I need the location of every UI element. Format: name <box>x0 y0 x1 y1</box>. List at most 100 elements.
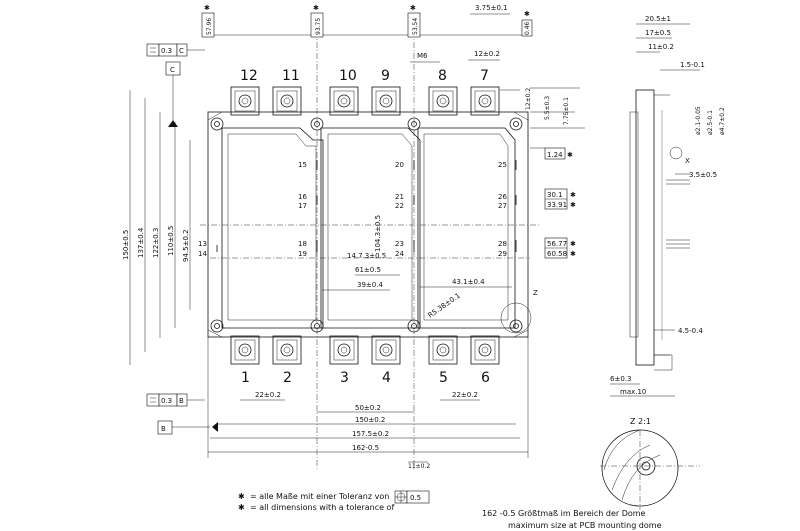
top-boxed-2: 93.75 <box>315 18 322 35</box>
pin-label: 29 <box>498 250 507 258</box>
terminal-top-2 <box>272 86 302 116</box>
terminal-top-5 <box>428 86 458 116</box>
dim-137: 137±0.4 <box>137 227 145 258</box>
terminal-bottom-4 <box>371 335 401 365</box>
terminals-top <box>230 86 500 116</box>
right-boxed-60-58: 60.58 <box>547 250 567 258</box>
note-en: = all dimensions with a tolerance of <box>250 503 394 512</box>
signal-pins <box>216 160 517 252</box>
terminal-label-bottom: 6 <box>481 370 490 386</box>
terminal-bottom-6 <box>470 335 500 365</box>
detail-z-ref: Z <box>533 289 538 297</box>
dim-phi-2-1: ø2.1-0.05 <box>695 106 702 135</box>
svg-text:✱: ✱ <box>570 240 576 248</box>
terminal-bottom-2 <box>272 335 302 365</box>
pin-label: 17 <box>298 202 307 210</box>
mounting-holes <box>210 117 532 334</box>
dim-50: 50±0.2 <box>355 404 381 412</box>
terminal-label-top: 10 <box>339 68 357 84</box>
pin-label: 22 <box>395 202 404 210</box>
left-dimensions: 150±0.5 137±0.4 122±0.3 110±0.5 94.5±0.2… <box>122 43 218 435</box>
pin-label: 28 <box>498 240 507 248</box>
dim-3-75: 3.75±0.1 <box>475 4 508 12</box>
flat-top-ref: C <box>179 47 184 55</box>
dim-1-5: 1.5-0.1 <box>680 61 705 69</box>
dim-m6: M6 <box>417 52 428 60</box>
flat-bottom-value: 0.3 <box>161 397 172 405</box>
side-x-label: X <box>685 157 690 165</box>
dim-6: 6±0.3 <box>610 375 631 383</box>
detail-title: Z 2:1 <box>630 417 651 426</box>
terminal-bottom-5 <box>428 335 458 365</box>
bottom-dimensions: 22±0.2 22±0.2 50±0.2 150±0.2 157.5±0.2 1… <box>207 337 529 470</box>
dim-157-5: 157.5±0.2 <box>352 430 389 438</box>
pin-label: 16 <box>298 193 307 201</box>
side-view: X 20.5±1 17±0.5 11±0.2 1.5-0.1 ø2.1-0.05… <box>610 15 726 397</box>
top-boxed-3: 53.54 <box>412 18 419 35</box>
right-boxed-30-1: 30.1 <box>547 191 563 199</box>
dim-39: 39±0.4 <box>357 281 383 289</box>
pin-label: 14 <box>198 250 207 258</box>
dim-22-right: 22±0.2 <box>452 391 478 399</box>
pin-label: 19 <box>298 250 307 258</box>
flat-top-value: 0.3 <box>161 47 172 55</box>
dim-11-side: 11±0.2 <box>648 43 674 51</box>
pin-label: 27 <box>498 202 507 210</box>
dim-11-bottom: 11±0.2 <box>408 463 430 470</box>
right-boxed-1-24: 1.24 <box>547 151 563 159</box>
terminal-label-bottom: 3 <box>340 370 349 386</box>
dim-104-3: 104.3±0.5 <box>374 215 382 252</box>
dim-3-5: 3.5±0.5 <box>689 171 717 179</box>
terminals-bottom <box>230 335 500 365</box>
terminal-label-top: 8 <box>438 68 447 84</box>
dim-14-7: 14.7.3±0.5 <box>347 252 386 260</box>
dim-r5-38: R5.38±0.1 <box>427 292 462 320</box>
svg-text:✱: ✱ <box>524 10 530 18</box>
detail-z: Z 2:1 <box>600 417 700 510</box>
dim-7-75: 7.75±0.1 <box>563 97 570 125</box>
center-dimensions: 104.3±0.5 14.7.3±0.5 61±0.5 39±0.4 43.1±… <box>322 215 538 320</box>
terminal-label-top: 9 <box>381 68 390 84</box>
pin-label: 18 <box>298 240 307 248</box>
pin-label: 13 <box>198 240 207 248</box>
dim-94-5: 94.5±0.2 <box>182 229 190 262</box>
notes: ✱ = alle Maße mit einer Toleranz von ✱ =… <box>238 490 662 530</box>
pin-label: 25 <box>498 161 507 169</box>
dim-150-bottom: 150±0.2 <box>355 416 385 424</box>
terminal-label-bottom: 5 <box>439 370 448 386</box>
terminal-label-bottom: 4 <box>382 370 391 386</box>
dim-5-5: 5.5±0.3 <box>544 96 551 120</box>
svg-text:✱: ✱ <box>570 201 576 209</box>
dim-20-5: 20.5±1 <box>645 15 671 23</box>
dim-43-1: 43.1±0.4 <box>452 278 485 286</box>
center-lines <box>200 20 540 470</box>
top-dimensions: 57.96 93.75 53.54 ✱ ✱ ✱ 3.75±0.1 0.46 ✱ … <box>201 4 585 129</box>
terminal-label-top: 12 <box>240 68 258 84</box>
dim-22-left: 22±0.2 <box>255 391 281 399</box>
terminal-label-top: 11 <box>282 68 300 84</box>
note-tolerance: 0.5 <box>410 494 421 502</box>
pin-label: 24 <box>395 250 404 258</box>
dim-12-top: 12±0.2 <box>474 50 500 58</box>
dim-110: 110±0.5 <box>167 226 175 256</box>
terminal-bottom-3 <box>329 335 359 365</box>
svg-text:✱: ✱ <box>410 4 416 12</box>
module-outline <box>207 111 529 338</box>
terminal-top-6 <box>470 86 500 116</box>
dim-17: 17±0.5 <box>645 29 671 37</box>
datum-b: B <box>161 425 166 433</box>
right-dimensions: 1.24 ✱ 30.1 33.91 ✱ ✱ 56.77 60.58 ✱ ✱ <box>530 147 576 259</box>
flat-bottom-ref: B <box>179 397 184 405</box>
terminal-top-1 <box>230 86 260 116</box>
pin-label: 23 <box>395 240 404 248</box>
terminal-bottom-1 <box>230 335 260 365</box>
svg-text:✱: ✱ <box>238 492 245 501</box>
svg-text:✱: ✱ <box>313 4 319 12</box>
svg-text:✱: ✱ <box>567 151 573 159</box>
dim-4-5: 4.5-0.4 <box>678 327 703 335</box>
